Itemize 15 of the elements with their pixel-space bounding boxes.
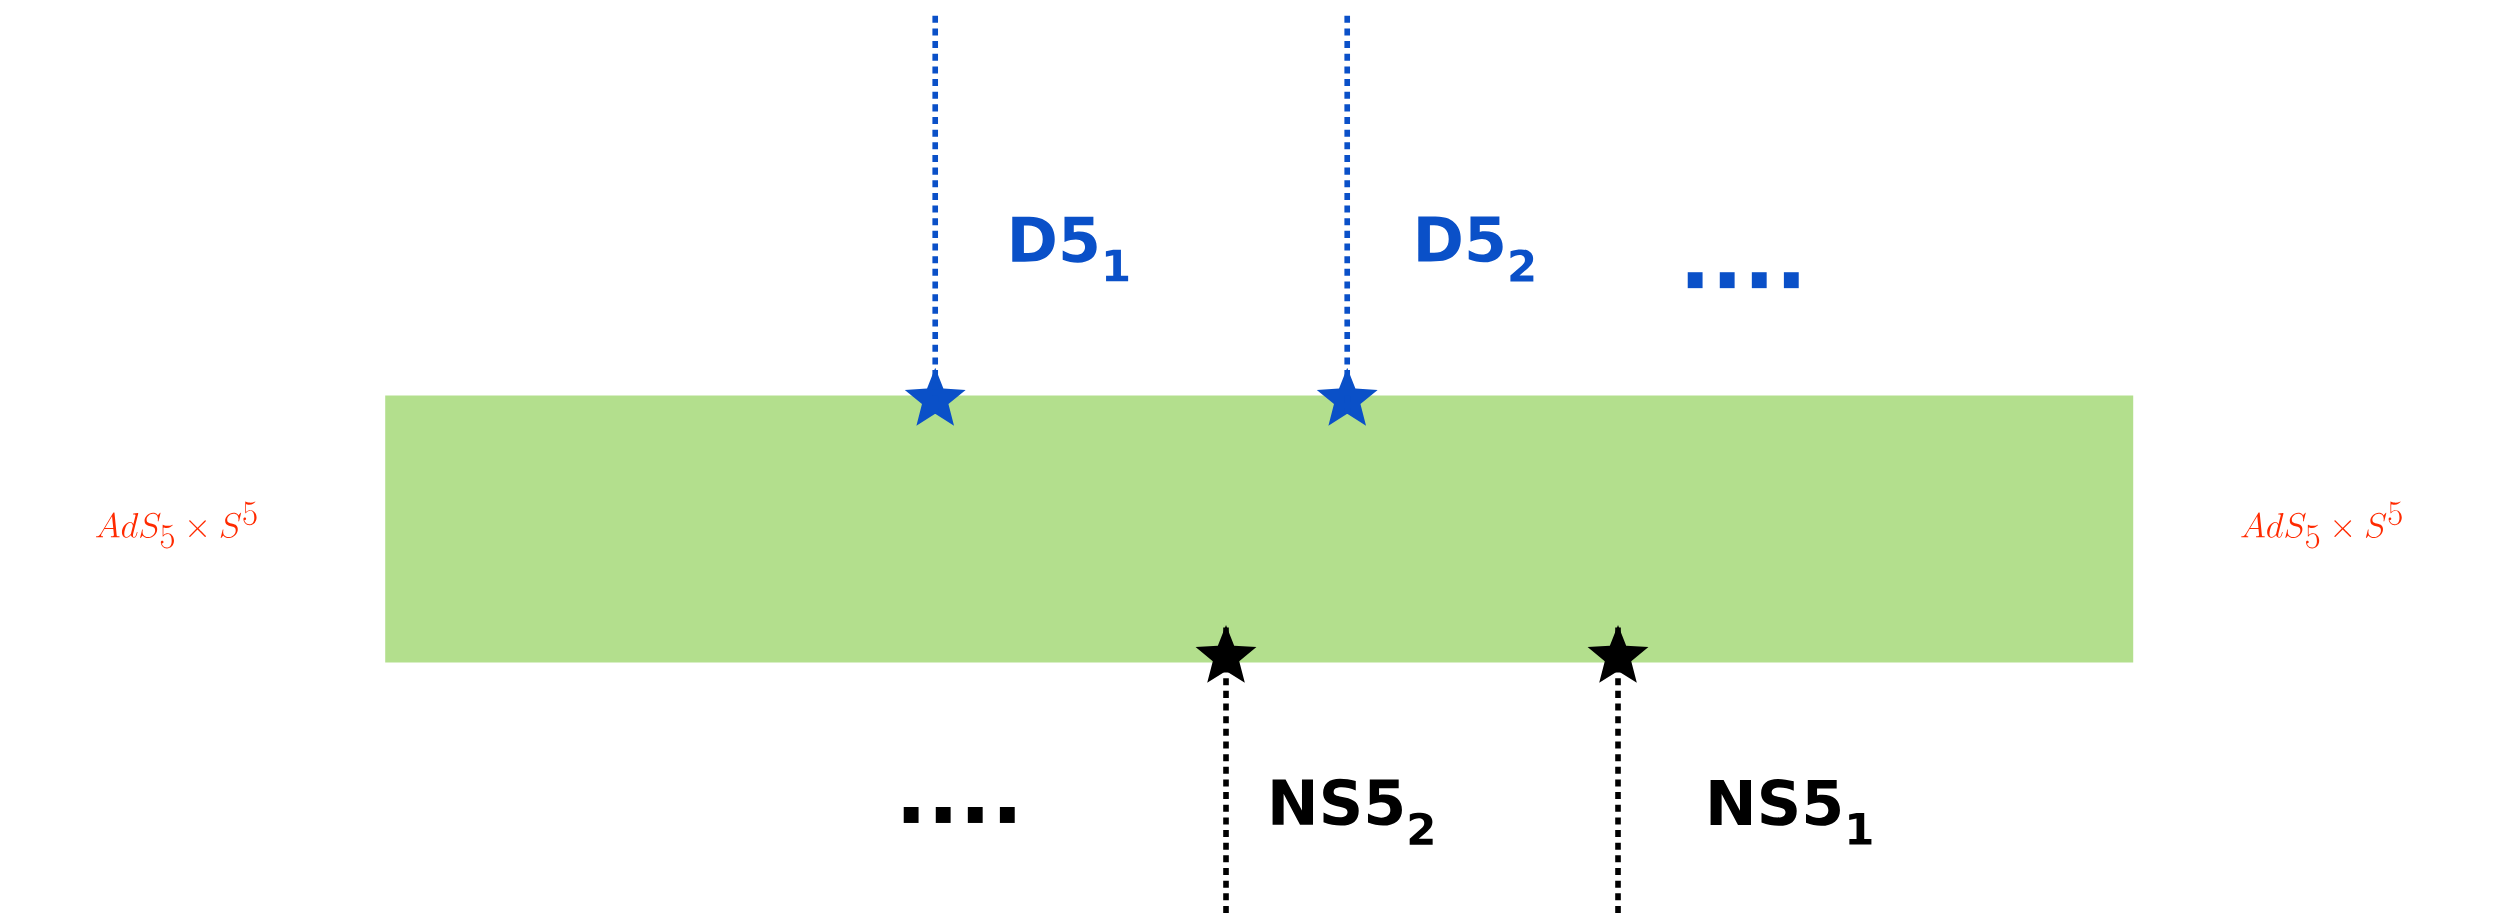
brane-label: NS5$_{1}$ xyxy=(1710,779,1872,845)
brane-label: D5$_{2}$ xyxy=(1418,216,1534,282)
star-mark xyxy=(904,367,966,426)
star-mark xyxy=(1195,625,1257,683)
brane-label: D5$_{1}$ xyxy=(1012,216,1129,282)
ellipsis: .... xyxy=(903,807,1015,823)
dotted-line xyxy=(1344,15,1350,415)
formula-label: $AdS_5 \times S^5$ xyxy=(2241,501,2402,549)
dotted-line xyxy=(932,15,938,415)
ellipsis: .... xyxy=(1687,272,1799,289)
star-mark xyxy=(1316,367,1378,426)
star-mark xyxy=(1587,625,1649,683)
brane-label: NS5$_{2}$ xyxy=(1272,778,1433,845)
band xyxy=(385,395,2134,663)
formula-label: $AdS_5 \times S^5$ xyxy=(96,501,257,549)
